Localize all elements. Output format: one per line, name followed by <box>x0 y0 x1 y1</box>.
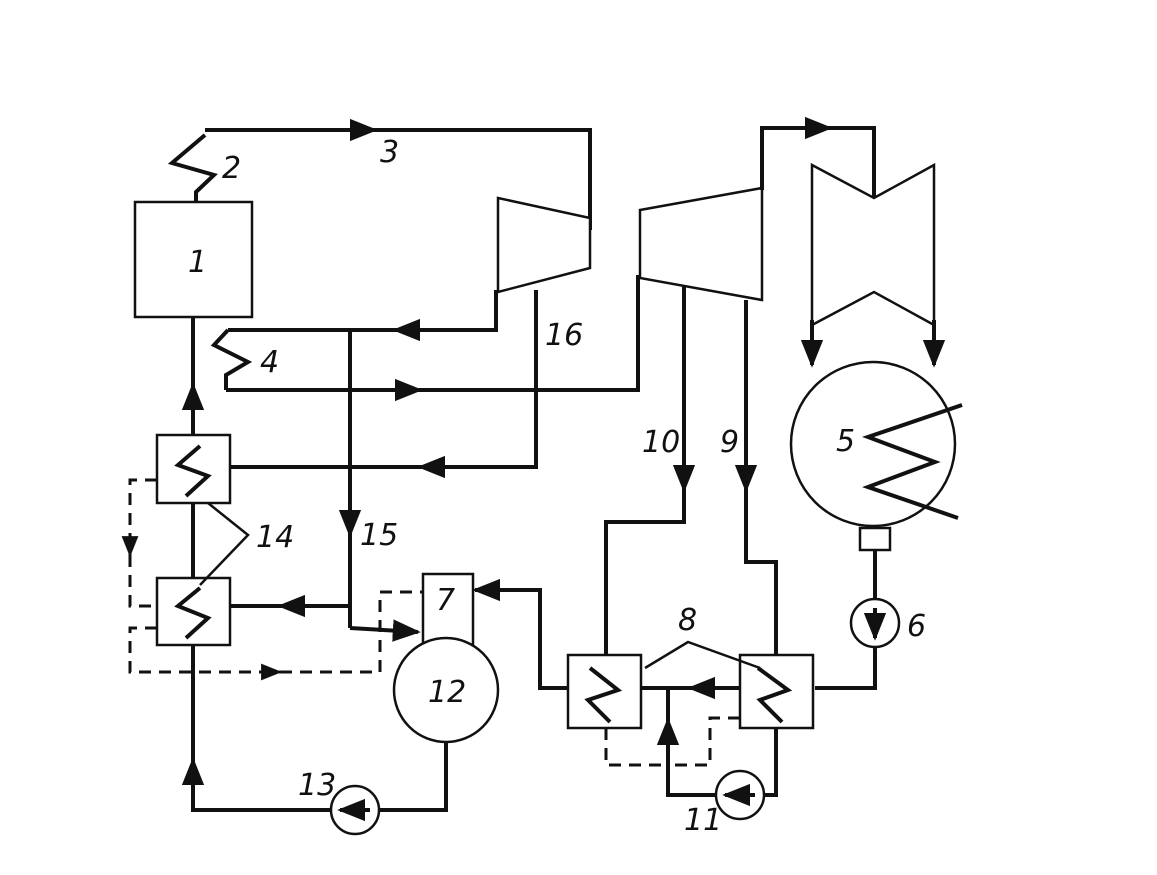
boiler: 1 <box>133 200 254 319</box>
drain-pump: 11 <box>656 688 778 838</box>
condensate-line <box>472 578 740 700</box>
hp-heaters-label-group: 14 <box>199 502 294 586</box>
lp-turbine <box>800 162 946 368</box>
extraction-10-label: 10 <box>642 425 680 460</box>
deaerator: 7 <box>421 572 475 648</box>
condensate-pump: 6 <box>815 550 926 690</box>
main-steam-line-label: 3 <box>380 135 399 170</box>
extraction-15-label: 15 <box>360 518 398 553</box>
lp-heaters-label-group: 8 <box>644 603 761 670</box>
feed-tank: 12 <box>392 636 500 744</box>
extraction-10: 10 <box>604 285 696 655</box>
lp-heater-2 <box>738 653 815 730</box>
feed-pump-label: 13 <box>298 768 336 803</box>
hp-turbine <box>496 196 592 294</box>
ip-turbine <box>638 186 764 302</box>
hot-reheat-line <box>226 275 640 402</box>
hp-heaters-label: 14 <box>256 520 294 555</box>
cold-reheat-line <box>228 290 498 342</box>
hp-heater-lower <box>155 576 232 647</box>
hp-drain-lines <box>121 478 423 681</box>
condenser: 5 <box>789 360 963 552</box>
extraction-15: 15 <box>230 330 421 642</box>
reheater: 4 <box>210 328 279 390</box>
hp-heater-upper <box>155 433 232 505</box>
superheater: 2 <box>167 133 241 202</box>
lp-heater-1 <box>566 653 643 730</box>
condenser-label: 5 <box>836 424 855 459</box>
extraction-9-label: 9 <box>720 425 739 460</box>
feed-tank-label: 12 <box>428 675 466 710</box>
extraction-16: 16 <box>230 290 583 479</box>
deaerator-label: 7 <box>436 583 455 618</box>
extraction-9: 9 <box>720 300 778 655</box>
extraction-16-label: 16 <box>545 318 583 353</box>
feed-pump: 13 <box>181 742 448 836</box>
condensate-pump-label: 6 <box>907 609 926 644</box>
superheater-label: 2 <box>222 151 241 186</box>
lp-heaters-label: 8 <box>678 603 697 638</box>
reheater-label: 4 <box>260 345 279 380</box>
drain-pump-label: 11 <box>684 803 722 838</box>
crossover-line <box>760 116 876 198</box>
main-steam-line: 3 <box>205 118 592 230</box>
boiler-label: 1 <box>188 245 207 280</box>
